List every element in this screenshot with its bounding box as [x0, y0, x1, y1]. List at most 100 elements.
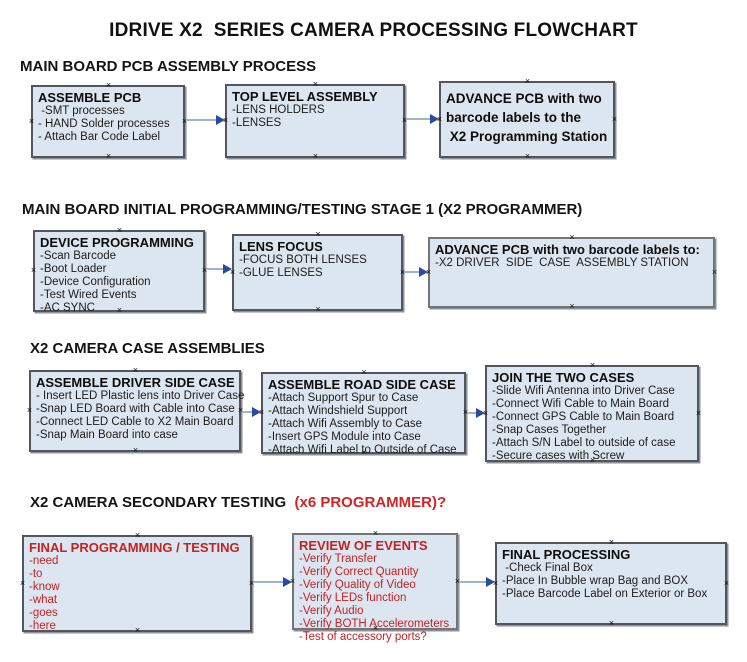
- anchor-icon: ×: [116, 225, 123, 235]
- flow-box-lens-focus[interactable]: × × × × LENS FOCUS -FOCUS BOTH LENSES -G…: [230, 229, 405, 314]
- section-heading-secondary-testing-black: X2 CAMERA SECONDARY TESTING: [30, 494, 295, 511]
- box-item: -Device Configuration: [40, 276, 151, 288]
- connector-arrow-7[interactable]: [253, 577, 292, 587]
- box-item: -LENS HOLDERS: [232, 104, 325, 116]
- section-heading-secondary-testing-red: (x6 PROGRAMMER)?: [294, 494, 447, 511]
- arrowhead-icon: [486, 577, 495, 587]
- flow-box-final-processing[interactable]: × × × × FINAL PROCESSING -Check Final Bo…: [493, 537, 730, 628]
- anchor-icon: ×: [132, 365, 139, 375]
- anchor-icon: ×: [372, 528, 379, 538]
- flow-box-device-programming[interactable]: × × × × DEVICE PROGRAMMING -Scan Barcode…: [30, 225, 207, 315]
- anchor-icon: ×: [569, 301, 575, 311]
- box-item: -Boot Loader: [40, 263, 107, 275]
- anchor-icon: ×: [30, 265, 37, 275]
- arrowhead-icon: [252, 407, 261, 417]
- anchor-icon: ×: [589, 360, 596, 370]
- box-item: -Place In Bubble wrap Bag and BOX: [502, 575, 689, 587]
- anchor-icon: ×: [315, 229, 321, 239]
- connector-arrow-6[interactable]: [467, 408, 485, 418]
- box-item: -Verify Correct Quantity: [299, 566, 419, 578]
- flow-box-assemble-driver-side-case[interactable]: × × × × ASSEMBLE DRIVER SIDE CASE - Inse…: [27, 365, 245, 455]
- anchor-icon: ×: [569, 232, 575, 242]
- box-item: -goes: [29, 607, 58, 619]
- box-item: -Test of accessory ports?: [299, 631, 427, 643]
- box-item: -what: [29, 594, 58, 606]
- anchor-icon: ×: [611, 113, 618, 124]
- arrowhead-icon: [283, 577, 292, 587]
- connector-line: [404, 271, 422, 273]
- flow-box-advance-pcb-driver-side-station[interactable]: × × × × ADVANCE PCB with two barcode lab…: [426, 232, 717, 311]
- box-item: -know: [29, 581, 60, 593]
- box-title: LENS FOCUS: [239, 239, 323, 254]
- arrowhead-icon: [223, 264, 232, 274]
- box-item: -need: [29, 555, 59, 567]
- connector-arrow-2[interactable]: [406, 114, 439, 124]
- box-item: -Verify Quality of Video: [299, 579, 416, 591]
- flow-box-final-programming-testing[interactable]: × × × × FINAL PROGRAMMING / TESTING -nee…: [19, 530, 254, 635]
- anchor-icon: ×: [28, 115, 35, 126]
- connector-line: [253, 581, 286, 583]
- anchor-icon: ×: [132, 445, 139, 455]
- box-item: -Verify LEDs function: [299, 592, 407, 604]
- flow-box-assemble-road-side-case[interactable]: × × × × ASSEMBLE ROAD SIDE CASE -Attach …: [259, 367, 468, 457]
- box-item: -Scan Barcode: [40, 250, 117, 262]
- anchor-icon: ×: [19, 577, 26, 588]
- box-title: FINAL PROGRAMMING / TESTING: [29, 540, 240, 555]
- connector-arrow-8[interactable]: [459, 577, 495, 587]
- anchor-icon: ×: [608, 618, 615, 628]
- box-item: -to: [29, 568, 43, 580]
- anchor-icon: ×: [105, 151, 112, 161]
- arrowhead-icon: [430, 114, 439, 124]
- connector-line: [186, 119, 219, 121]
- anchor-icon: ×: [361, 367, 367, 377]
- box-title: ASSEMBLE ROAD SIDE CASE: [268, 377, 456, 392]
- box-bold-line: ADVANCE PCB with two: [446, 91, 602, 106]
- box-item: -LENSES: [232, 117, 282, 129]
- box-item: -AC SYNC: [40, 302, 95, 314]
- connector-arrow-1[interactable]: [186, 115, 225, 125]
- box-item: -Check Final Box: [502, 562, 593, 574]
- anchor-icon: ×: [723, 577, 730, 588]
- connector-arrow-5[interactable]: [242, 407, 261, 417]
- flow-box-top-level-assembly[interactable]: × × × × TOP LEVEL ASSEMBLY -LENS HOLDERS…: [223, 79, 407, 161]
- box-title: JOIN THE TWO CASES: [492, 370, 635, 385]
- connector-line: [206, 268, 226, 270]
- section-heading-pcb-assembly: MAIN BOARD PCB ASSEMBLY PROCESS: [20, 58, 317, 75]
- connector-line: [242, 411, 255, 413]
- box-item: -Snap Cases Together: [492, 424, 607, 436]
- box-item: -Snap Main Board into case: [36, 429, 178, 441]
- box-item: -Insert GPS Module into Case: [268, 431, 421, 443]
- connector-line: [459, 581, 489, 583]
- connector-arrow-3[interactable]: [206, 264, 232, 274]
- box-item: -Slide Wifi Antenna into Driver Case: [492, 385, 675, 397]
- box-item: -Connect Wifi Cable to Main Board: [492, 398, 670, 410]
- box-item: -SMT processes: [38, 105, 125, 117]
- box-item: -Verify Transfer: [299, 553, 377, 565]
- anchor-icon: ×: [608, 537, 615, 547]
- box-item: -Attach S/N Label to outside of case: [492, 437, 676, 449]
- box-item: -Place Barcode Label on Exterior or Box: [502, 588, 708, 600]
- box-item: -Verify Audio: [299, 605, 364, 617]
- box-item: -Attach Wifi Label to Outside of Case: [268, 444, 457, 456]
- box-item: -GLUE LENSES: [239, 267, 323, 279]
- section-heading-case-assemblies: X2 CAMERA CASE ASSEMBLIES: [30, 340, 265, 357]
- flow-box-review-of-events[interactable]: × × × × REVIEW OF EVENTS -Verify Transfe…: [290, 528, 460, 644]
- flow-box-advance-pcb-programming-station[interactable]: × × × × ADVANCE PCB with two barcode lab…: [437, 77, 618, 161]
- connector-line: [406, 118, 433, 120]
- flow-box-assemble-pcb[interactable]: × × × × ASSEMBLE PCB -SMT processes - HA…: [28, 81, 187, 161]
- box-item: -Connect GPS Cable to Main Board: [492, 411, 675, 423]
- box-title: REVIEW OF EVENTS: [299, 538, 428, 553]
- connector-arrow-4[interactable]: [404, 267, 428, 277]
- anchor-icon: ×: [312, 79, 319, 89]
- box-item: -Connect LED Cable to X2 Main Board: [36, 416, 234, 428]
- anchor-icon: ×: [134, 530, 141, 540]
- box-item: -X2 DRIVER SIDE CASE ASSEMBLY STATION: [435, 257, 689, 269]
- box-item: -FOCUS BOTH LENSES: [239, 254, 367, 266]
- flow-box-join-the-two-cases[interactable]: × × × × JOIN THE TWO CASES -Slide Wifi A…: [483, 360, 701, 465]
- section-heading-initial-programming: MAIN BOARD INITIAL PROGRAMMING/TESTING S…: [22, 201, 583, 218]
- box-bold-line: barcode labels to the: [446, 110, 582, 125]
- box-item: -Verify BOTH Accelerometers: [299, 618, 450, 630]
- section-heading-secondary-testing: X2 CAMERA SECONDARY TESTING (x6 PROGRAMM…: [30, 494, 446, 511]
- box-title: ASSEMBLE PCB: [38, 90, 142, 105]
- box-title: ASSEMBLE DRIVER SIDE CASE: [36, 375, 235, 390]
